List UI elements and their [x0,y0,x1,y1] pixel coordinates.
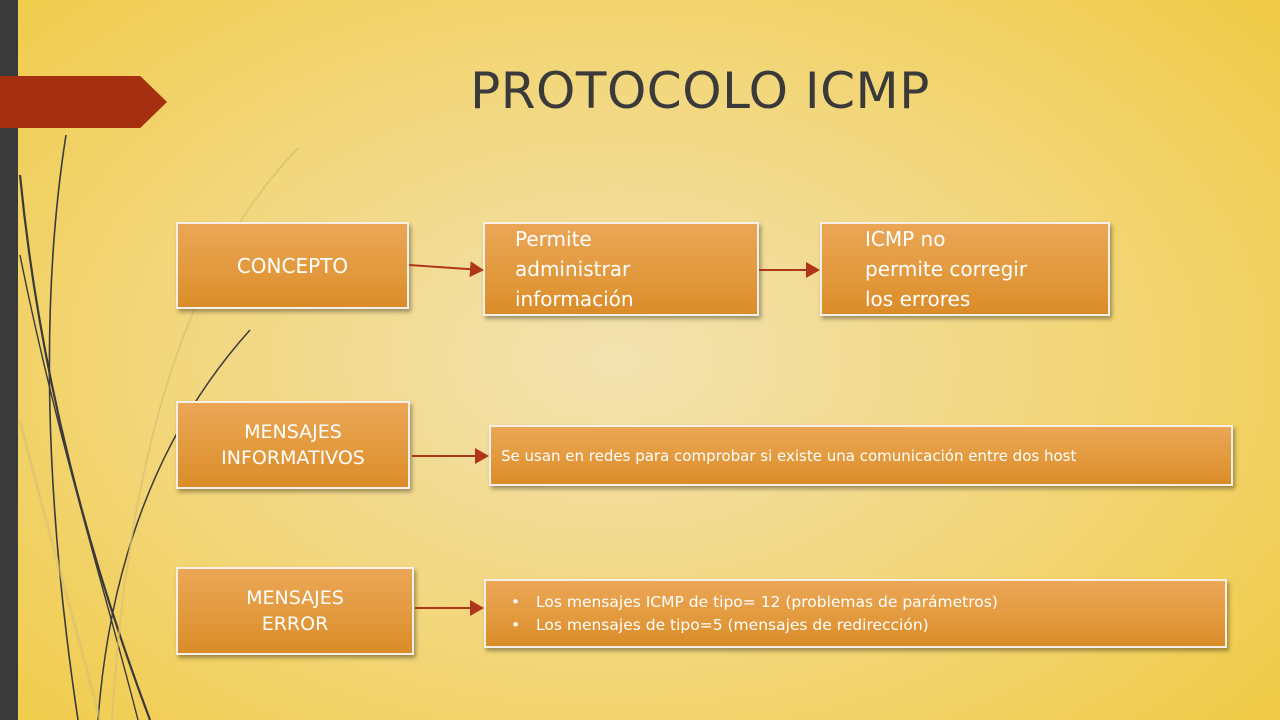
icmp-no-line-3: los errores [865,287,971,311]
permite-line-3: información [515,287,634,311]
mensajes-error-box: MENSAJES ERROR [176,567,414,655]
informativos-line-2: INFORMATIVOS [221,447,365,469]
left-sidebar-bar [0,0,18,720]
error-bullet-1: Los mensajes ICMP de tipo= 12 (problemas… [511,591,998,614]
slide-title: PROTOCOLO ICMP [470,62,930,120]
concepto-box: CONCEPTO [176,222,409,309]
error-line-2: ERROR [261,613,329,635]
error-bullet-2: Los mensajes de tipo=5 (mensajes de redi… [511,614,998,637]
permite-line-2: administrar [515,257,631,281]
permite-line-1: Permite [515,227,592,251]
informativos-line-1: MENSAJES [244,421,342,443]
error-bullet-list: Los mensajes ICMP de tipo= 12 (problemas… [486,591,998,637]
title-accent-tab [0,76,167,128]
error-line-1: MENSAJES [246,587,344,609]
comprobar-text: Se usan en redes para comprobar si exist… [501,446,1077,465]
icmp-no-line-1: ICMP no [865,227,946,251]
error-list-box: Los mensajes ICMP de tipo= 12 (problemas… [484,579,1227,648]
icmp-no-line-2: permite corregir [865,257,1028,281]
permite-box: Permite administrar información [483,222,759,316]
icmp-no-box: ICMP no permite corregir los errores [820,222,1110,316]
concepto-label: CONCEPTO [236,253,349,278]
mensajes-informativos-box: MENSAJES INFORMATIVOS [176,401,410,489]
comprobar-box: Se usan en redes para comprobar si exist… [489,425,1233,486]
